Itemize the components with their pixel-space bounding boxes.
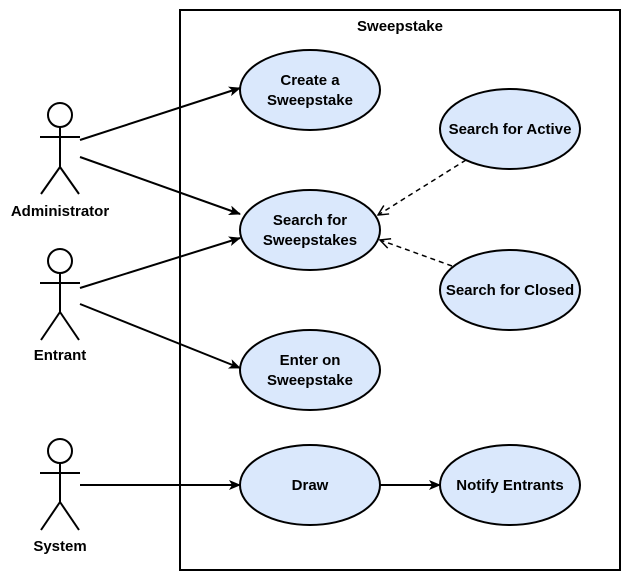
association-lines xyxy=(79,86,441,490)
actor-entrant xyxy=(40,248,80,341)
gen-search-active-to-search xyxy=(378,159,467,215)
use-case-enter-sweepstake[interactable]: Enter on Sweepstake xyxy=(239,329,381,411)
actor-entrant-head xyxy=(47,248,73,274)
use-case-create-sweepstake-label: Create a xyxy=(280,72,340,89)
actor-system-leg-left xyxy=(40,501,61,531)
use-case-create-sweepstake[interactable]: Create a Sweepstake xyxy=(239,49,381,131)
use-case-search-active-label: Search for Active xyxy=(449,121,572,138)
use-case-enter-sweepstake-shape[interactable] xyxy=(239,329,381,411)
use-case-search-active[interactable]: Search for Active xyxy=(439,88,581,170)
actor-administrator-leg-left xyxy=(40,166,61,195)
use-case-draw-label: Draw xyxy=(292,477,329,494)
gen-search-closed-to-search xyxy=(380,240,453,267)
system-boundary-title: Sweepstake xyxy=(357,18,443,35)
system-boundary-box xyxy=(179,9,621,571)
use-case-search-sweepstakes-shape[interactable] xyxy=(239,189,381,271)
actor-entrant-label: Entrant xyxy=(34,347,87,364)
actor-administrator-leg-right xyxy=(59,166,80,195)
actor-administrator-label: Administrator xyxy=(11,203,110,220)
use-case-enter-sweepstake-label: Enter on xyxy=(280,352,341,369)
use-case-search-sweepstakes[interactable]: Search for Sweepstakes xyxy=(239,189,381,271)
use-case-draw-shape[interactable] xyxy=(239,444,381,526)
use-case-notify-entrants-shape[interactable] xyxy=(439,444,581,526)
actor-system-head xyxy=(47,438,73,464)
use-case-create-sweepstake-label-2: Sweepstake xyxy=(267,92,353,109)
use-case-search-closed-label: Search for Closed xyxy=(446,282,574,299)
use-case-search-sweepstakes-label-2: Sweepstakes xyxy=(263,232,357,249)
use-case-notify-entrants-label: Notify Entrants xyxy=(456,477,564,494)
generalization-lines xyxy=(378,159,467,267)
actor-administrator xyxy=(40,102,80,195)
use-case-search-active-shape[interactable] xyxy=(439,88,581,170)
assoc-administrator-search xyxy=(79,156,241,216)
use-case-notify-entrants[interactable]: Notify Entrants xyxy=(439,444,581,526)
actor-entrant-leg-left xyxy=(40,311,61,341)
actor-system-leg-right xyxy=(59,501,80,531)
use-case-search-sweepstakes-label: Search for xyxy=(273,212,347,229)
actor-administrator-head xyxy=(47,102,73,128)
use-case-search-closed[interactable]: Search for Closed xyxy=(439,249,581,331)
actor-system xyxy=(40,438,80,531)
assoc-entrant-enter xyxy=(79,303,241,369)
system-boundary: Sweepstake xyxy=(179,9,621,571)
actor-entrant-leg-right xyxy=(59,311,80,341)
use-case-search-closed-shape[interactable] xyxy=(439,249,581,331)
use-case-draw[interactable]: Draw xyxy=(239,444,381,526)
actor-system-label: System xyxy=(33,538,86,555)
use-case-create-sweepstake-shape[interactable] xyxy=(239,49,381,131)
assoc-entrant-search xyxy=(79,236,241,289)
use-case-enter-sweepstake-label-2: Sweepstake xyxy=(267,372,353,389)
assoc-administrator-create xyxy=(79,86,241,141)
